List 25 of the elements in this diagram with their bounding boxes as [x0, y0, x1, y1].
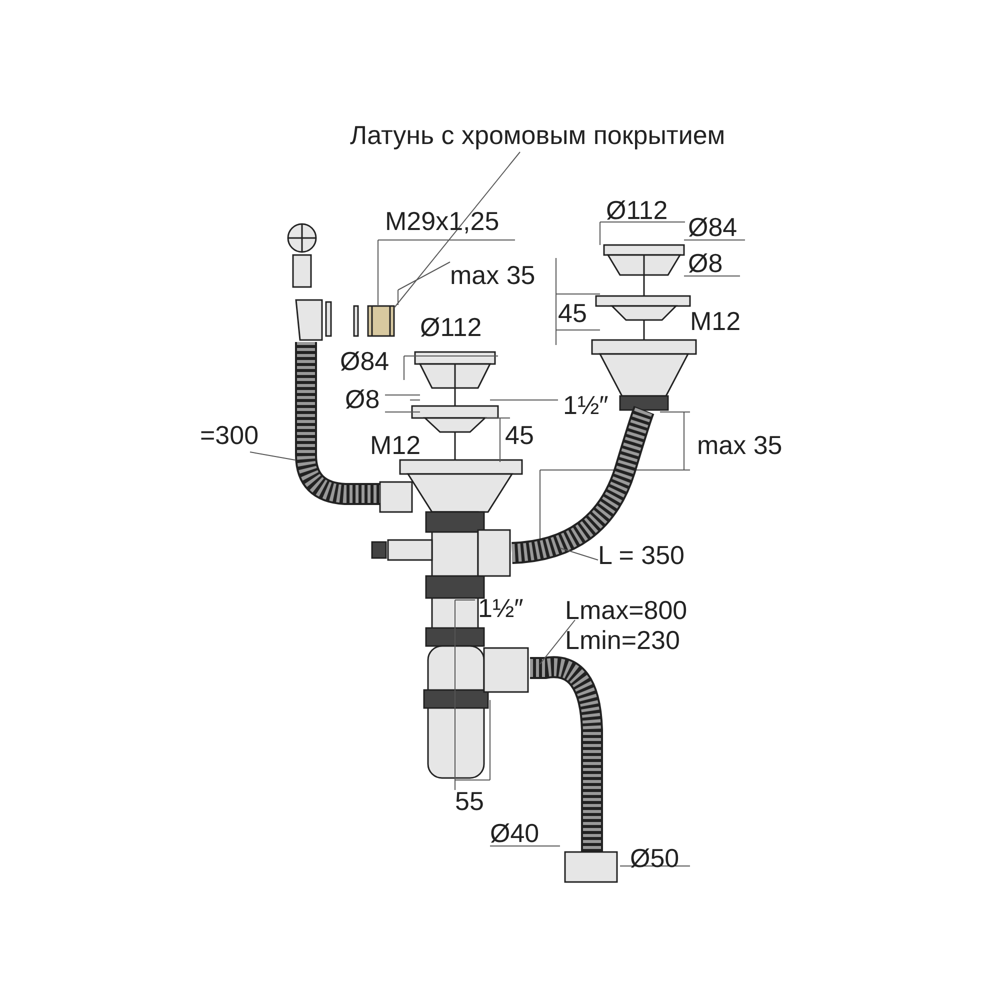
dimension-label: Ø84 — [688, 212, 738, 242]
dimension-label: 1½″ — [563, 390, 608, 420]
dimension-label: Ø8 — [345, 384, 380, 414]
dimension-label: M12 — [690, 306, 741, 336]
dimension-label: Ø40 — [490, 818, 540, 848]
dimension-label: Ø112 — [606, 195, 668, 225]
dimension-label: L = 350 — [598, 540, 685, 570]
dimension-label: Ø50 — [630, 843, 680, 873]
dimension-label: max 35 — [697, 430, 782, 460]
leader-line — [250, 452, 296, 460]
dimension-label: max 35 — [450, 260, 536, 290]
dimension-label: 1½″ — [478, 593, 524, 623]
dimension-label: Ø8 — [688, 248, 723, 278]
dimension-label: 45 — [558, 298, 587, 328]
dimension-label: 55 — [455, 786, 484, 816]
nut-drawing — [367, 305, 395, 337]
dimension-label: Ø112 — [420, 312, 482, 342]
leader-line — [540, 620, 576, 664]
dimension-label: Lmax=800 Lmin=230 — [565, 595, 735, 655]
dimension-label: =300 — [200, 420, 259, 450]
dimension-label: 45 — [505, 420, 534, 450]
leader-line — [560, 548, 598, 560]
dimension-label: Ø84 — [340, 346, 390, 376]
dimension-label: M12 — [370, 430, 421, 460]
material-note: Латунь с хромовым покрытием — [350, 120, 726, 150]
